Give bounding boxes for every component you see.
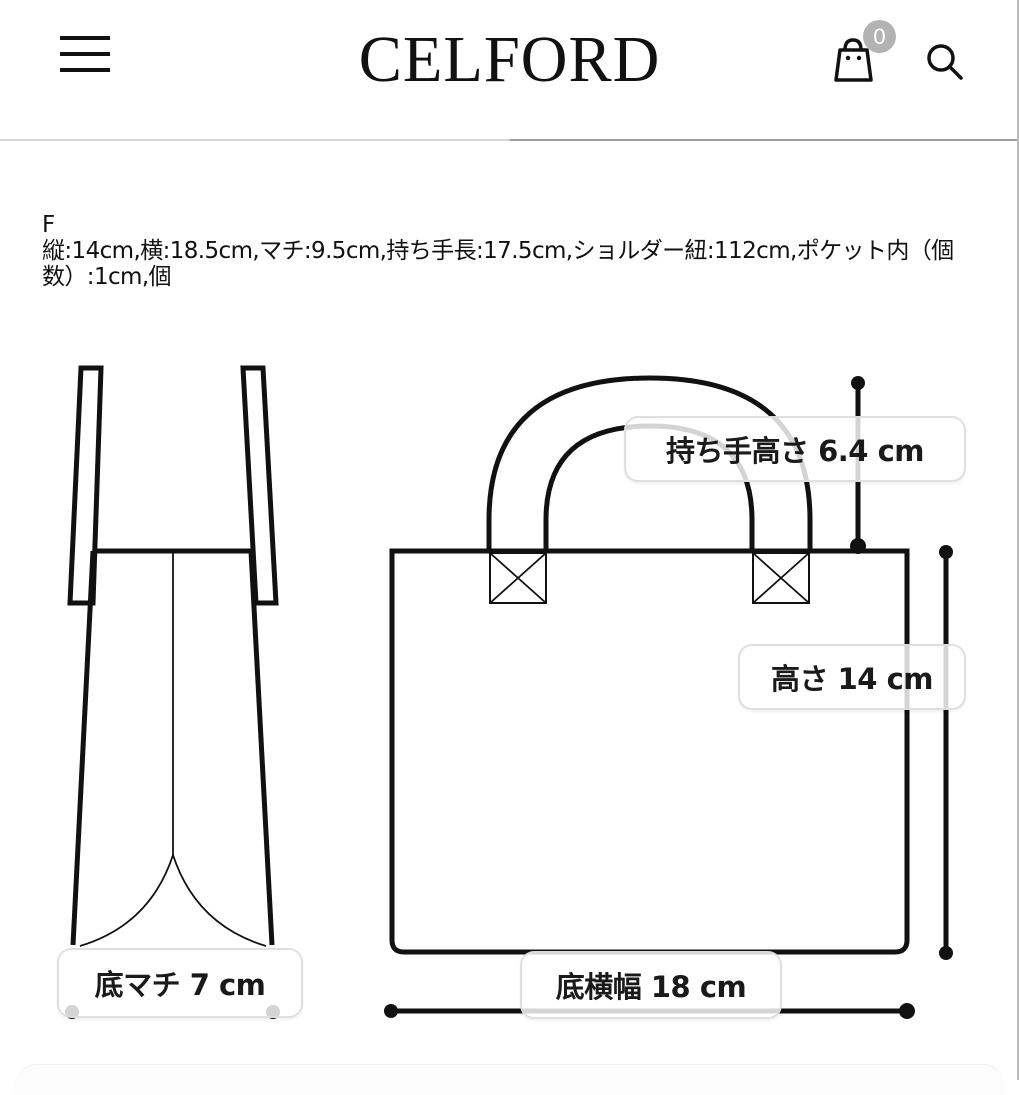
- size-description: 縦:14cm,横:18.5cm,マチ:9.5cm,持ち手長:17.5cm,ショル…: [42, 238, 954, 290]
- body-height-label: 高さ 14 cm: [738, 644, 966, 710]
- search-icon[interactable]: [924, 40, 968, 84]
- menu-bar: [60, 68, 110, 72]
- site-header: CELFORD 0: [0, 0, 1019, 140]
- header-divider-active: [510, 139, 1019, 141]
- scrollbar-edge: [1017, 0, 1019, 1080]
- menu-bar: [60, 36, 110, 40]
- size-info: F 縦:14cm,横:18.5cm,マチ:9.5cm,持ち手長:17.5cm,シ…: [42, 212, 992, 290]
- bottom-width-label: 底横幅 18 cm: [520, 951, 782, 1019]
- menu-bar: [60, 52, 110, 56]
- search-icon-svg: [927, 44, 963, 80]
- size-label: F: [42, 212, 55, 238]
- brand-logo[interactable]: CELFORD: [358, 23, 661, 96]
- cart-count-badge: 0: [863, 20, 896, 53]
- handle-height-label: 持ち手高さ 6.4 cm: [624, 416, 966, 482]
- side-view-drawing: [65, 365, 280, 1019]
- hamburger-menu-icon[interactable]: [60, 36, 112, 76]
- shopping-bag-icon-svg: [834, 38, 873, 82]
- shopping-bag-icon[interactable]: [830, 36, 878, 84]
- header-divider: [0, 139, 510, 141]
- bottom-gusset-label: 底マチ 7 cm: [57, 948, 303, 1018]
